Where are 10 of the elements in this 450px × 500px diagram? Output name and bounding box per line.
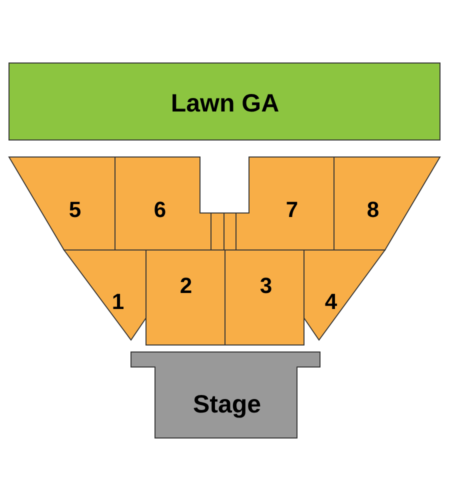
section-number: 4 (324, 291, 338, 313)
section-number: 6 (154, 199, 166, 221)
section-number: 3 (260, 275, 272, 297)
area-label: Lawn GA (170, 92, 280, 116)
section-number: 2 (180, 275, 192, 297)
stage-label: Stage (192, 392, 262, 418)
section-number: 8 (366, 199, 380, 221)
section-number: 7 (286, 199, 298, 221)
section-number: 1 (112, 291, 124, 313)
section-number: 5 (68, 199, 82, 221)
